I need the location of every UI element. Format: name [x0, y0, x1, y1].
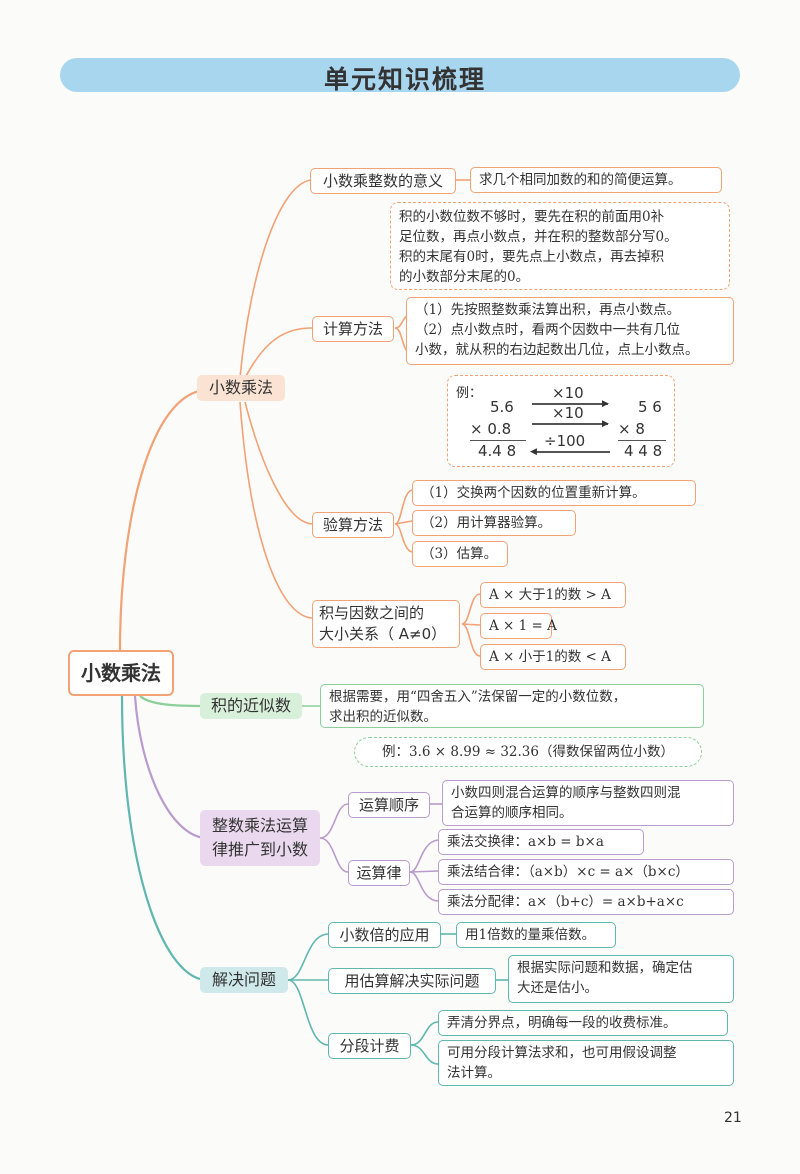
note-line: 足位数，再点小数点，并在积的整数部分写0。 [399, 229, 678, 245]
root-node: 小数乘法 [68, 650, 174, 696]
note-line: 积的小数位数不够时，要先在积的前面用0补 [399, 209, 665, 225]
segment-item-2-line: 法计算。 [447, 1065, 501, 1081]
link-root-branch2 [139, 695, 206, 708]
order-node: 运算顺序 [348, 792, 430, 818]
check-item-1: （1）交换两个因数的位置重新计算。 [412, 480, 696, 506]
branch-approximate-product: 积的近似数 [200, 693, 302, 719]
approx-example: 例：3.6 × 8.99 ≈ 32.36（得数保留两位小数） [354, 737, 702, 767]
relation-node: 积与因数之间的 大小关系（ A≠0） [312, 600, 460, 648]
law-distributive: 乘法分配律：a×（b+c）= a×b+a×c [438, 889, 734, 915]
multiple-text: 用1倍数的量乘倍数。 [456, 922, 616, 948]
order-line: 小数四则混合运算的顺序与整数四则混 [451, 785, 681, 801]
branch3-label-line2: 律推广到小数 [211, 840, 308, 859]
segment-node: 分段计费 [328, 1033, 411, 1059]
op-times10-b: ×10 [552, 404, 584, 422]
relation-item-greater: A × 大于1的数 > A [480, 582, 626, 608]
arrow-right-head-icon: ▶ [602, 399, 609, 409]
calc-line: （2）点小数点时，看两个因数中一共有几位 [415, 322, 681, 338]
note-line: 积的末尾有0时，要先点上小数点，再去掉积 [399, 249, 665, 265]
branch-laws-extended: 整数乘法运算 律推广到小数 [200, 810, 320, 866]
op-times10-a: ×10 [552, 384, 584, 402]
segment-item-2-text: 可用分段计算法求和，也可用假设调整法计算。 [447, 1043, 725, 1083]
arrow-left [534, 451, 610, 453]
int-product: 4 4 8 [624, 442, 663, 460]
estimate-line: 大还是估小。 [517, 980, 598, 996]
arrow-right-a [532, 403, 608, 405]
example-factor-a: 5.6 [490, 398, 514, 416]
approx-line: 根据需要，用“四舍五入”法保留一定的小数位数， [329, 689, 627, 705]
relation-item-less: A × 小于1的数 < A [480, 644, 626, 670]
estimate-text: 根据实际问题和数据，确定估 大还是估小。 [508, 955, 734, 1003]
relation-label-line1: 积与因数之间的 [319, 604, 425, 622]
segment-item-1: 弄清分界点，明确每一段的收费标准。 [438, 1010, 728, 1036]
order-text: 小数四则混合运算的顺序与整数四则混 合运算的顺序相同。 [442, 780, 734, 826]
relation-label-line2: 大小关系（ A≠0） [319, 625, 447, 643]
example-rule [470, 440, 526, 441]
meaning-node: 小数乘整数的意义 [310, 168, 456, 194]
int-factor-a: 5 6 [638, 398, 662, 416]
branch-problem-solving: 解决问题 [200, 967, 288, 993]
example-factor-b: × 0.8 [470, 420, 512, 438]
arrow-left-head-icon: ◀ [530, 447, 537, 457]
check-item-3: （3）估算。 [412, 541, 508, 567]
int-rule [618, 440, 666, 441]
estimate-line: 根据实际问题和数据，确定估 [517, 960, 693, 976]
branch3-label-line1: 整数乘法运算 [211, 816, 308, 835]
arrow-right-b [532, 423, 608, 425]
int-factor-b: × 8 [618, 420, 645, 438]
laws-node: 运算律 [348, 860, 410, 886]
approx-line: 求出积的近似数。 [329, 709, 437, 725]
page-number: 21 [724, 1110, 742, 1126]
title-banner [60, 58, 740, 92]
law-commutative: 乘法交换律：a×b = b×a [438, 829, 644, 855]
link-root-branch4 [120, 695, 206, 982]
calc-line: （1）先按照整数乘法算出积，再点小数点。 [415, 302, 681, 318]
op-div100: ÷100 [544, 432, 586, 450]
example-product: 4.4 8 [478, 442, 517, 460]
note-line: 的小数部分末尾的0。 [399, 269, 530, 285]
link-root-branch3 [133, 695, 206, 840]
law-associative: 乘法结合律：（a×b）×c = a×（b×c） [438, 859, 734, 885]
check-item-2: （2）用计算器验算。 [412, 510, 576, 536]
approx-text: 根据需要，用“四舍五入”法保留一定的小数位数， 求出积的近似数。 [320, 684, 704, 728]
relation-item-equal: A × 1 = A [480, 613, 557, 639]
multiple-node: 小数倍的应用 [328, 922, 441, 948]
segment-item-2: 可用分段计算法求和，也可用假设调整法计算。 [438, 1040, 734, 1086]
link-root-branch1 [118, 388, 206, 651]
calc-example: 例： 5.6 × 0.8 4.4 8 ×10 ▶ ×10 ▶ ÷100 ◀ 5 … [447, 375, 675, 467]
check-method-node: 验算方法 [312, 512, 394, 538]
branch-decimal-multiplication: 小数乘法 [197, 375, 285, 401]
page-title: 单元知识梳理 [323, 65, 486, 94]
order-line: 合运算的顺序相同。 [451, 805, 573, 821]
calc-method-text: （1）先按照整数乘法算出积，再点小数点。 （2）点小数点时，看两个因数中一共有几… [406, 297, 734, 365]
zero-fill-note: 积的小数位数不够时，要先在积的前面用0补 足位数，再点小数点，并在积的整数部分写… [390, 202, 730, 290]
estimate-node: 用估算解决实际问题 [328, 968, 496, 994]
arrow-right-head-icon: ▶ [602, 419, 609, 429]
meaning-text: 求几个相同加数的和的简便运算。 [470, 167, 722, 193]
calc-line: 小数，就从积的右边起数出几位，点上小数点。 [415, 342, 699, 358]
example-prefix: 例： [456, 386, 483, 401]
segment-item-2-line: 可用分段计算法求和，也可用假设调整 [447, 1045, 677, 1061]
calc-method-node: 计算方法 [312, 316, 394, 342]
